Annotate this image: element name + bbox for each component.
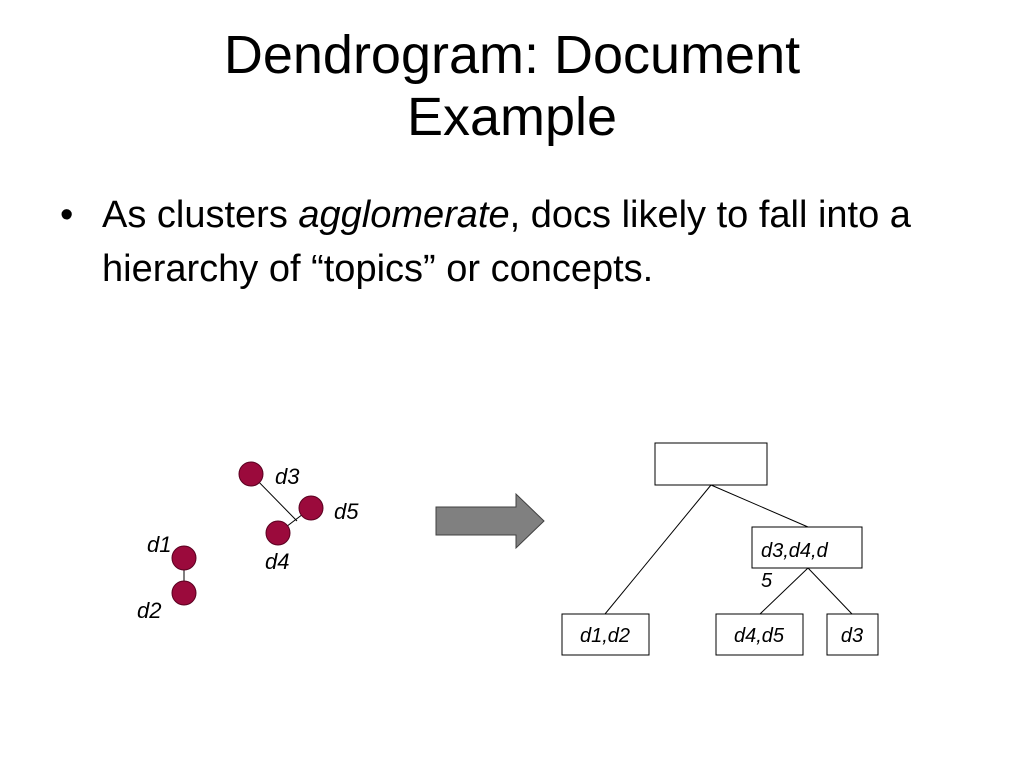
bullet-text: As clusters agglomerate, docs likely to … [102,188,982,296]
edge-mid-leftleaf [759,567,809,615]
edge-root-mid [710,484,809,528]
label-d4: d4 [265,549,289,574]
label-d3: d3 [275,464,300,489]
label-d2: d2 [137,598,161,623]
slide-title: Dendrogram: Document Example [0,24,1024,148]
tree-leaf-d3-label: d3 [841,625,863,647]
point-d5 [298,495,324,521]
point-d3 [238,461,264,487]
title-line-2: Example [406,87,618,147]
tree-leaf-d1d2-label: d1,d2 [580,625,630,647]
label-d5: d5 [334,499,359,524]
point-d4 [265,520,291,546]
edge-mid-rightleaf [807,567,853,615]
point-d1 [171,545,197,571]
bullet-text-emphasis: agglomerate [298,194,510,236]
bullet-text-after: , docs likely to fall into a hierarchy o… [102,194,911,290]
tree-leaf-d3 [826,613,879,656]
point-d2 [171,580,197,606]
bullet-marker: • [60,194,74,236]
label-d1: d1 [147,532,171,557]
document-scatter: d3 d5 d4 d1 d2 [137,461,359,623]
tree-mid-label-line2: 5 [761,570,773,592]
arrow-right-icon [435,492,545,550]
tree-mid-node [751,526,863,569]
bullet-text-before: As clusters [102,194,299,236]
tree-root-node [654,442,768,486]
tree-mid-label-line1: d3,d4,d [761,540,829,562]
dendrogram-tree: d3,d4,d 5 d1,d2 d4,d5 d3 [561,442,879,656]
edge-root-left [604,484,712,615]
title-line-1: Dendrogram: Document [223,25,801,85]
tree-leaf-d4d5-label: d4,d5 [734,625,785,647]
tree-leaf-d4d5 [715,613,804,656]
tree-leaf-d1d2 [561,613,650,656]
